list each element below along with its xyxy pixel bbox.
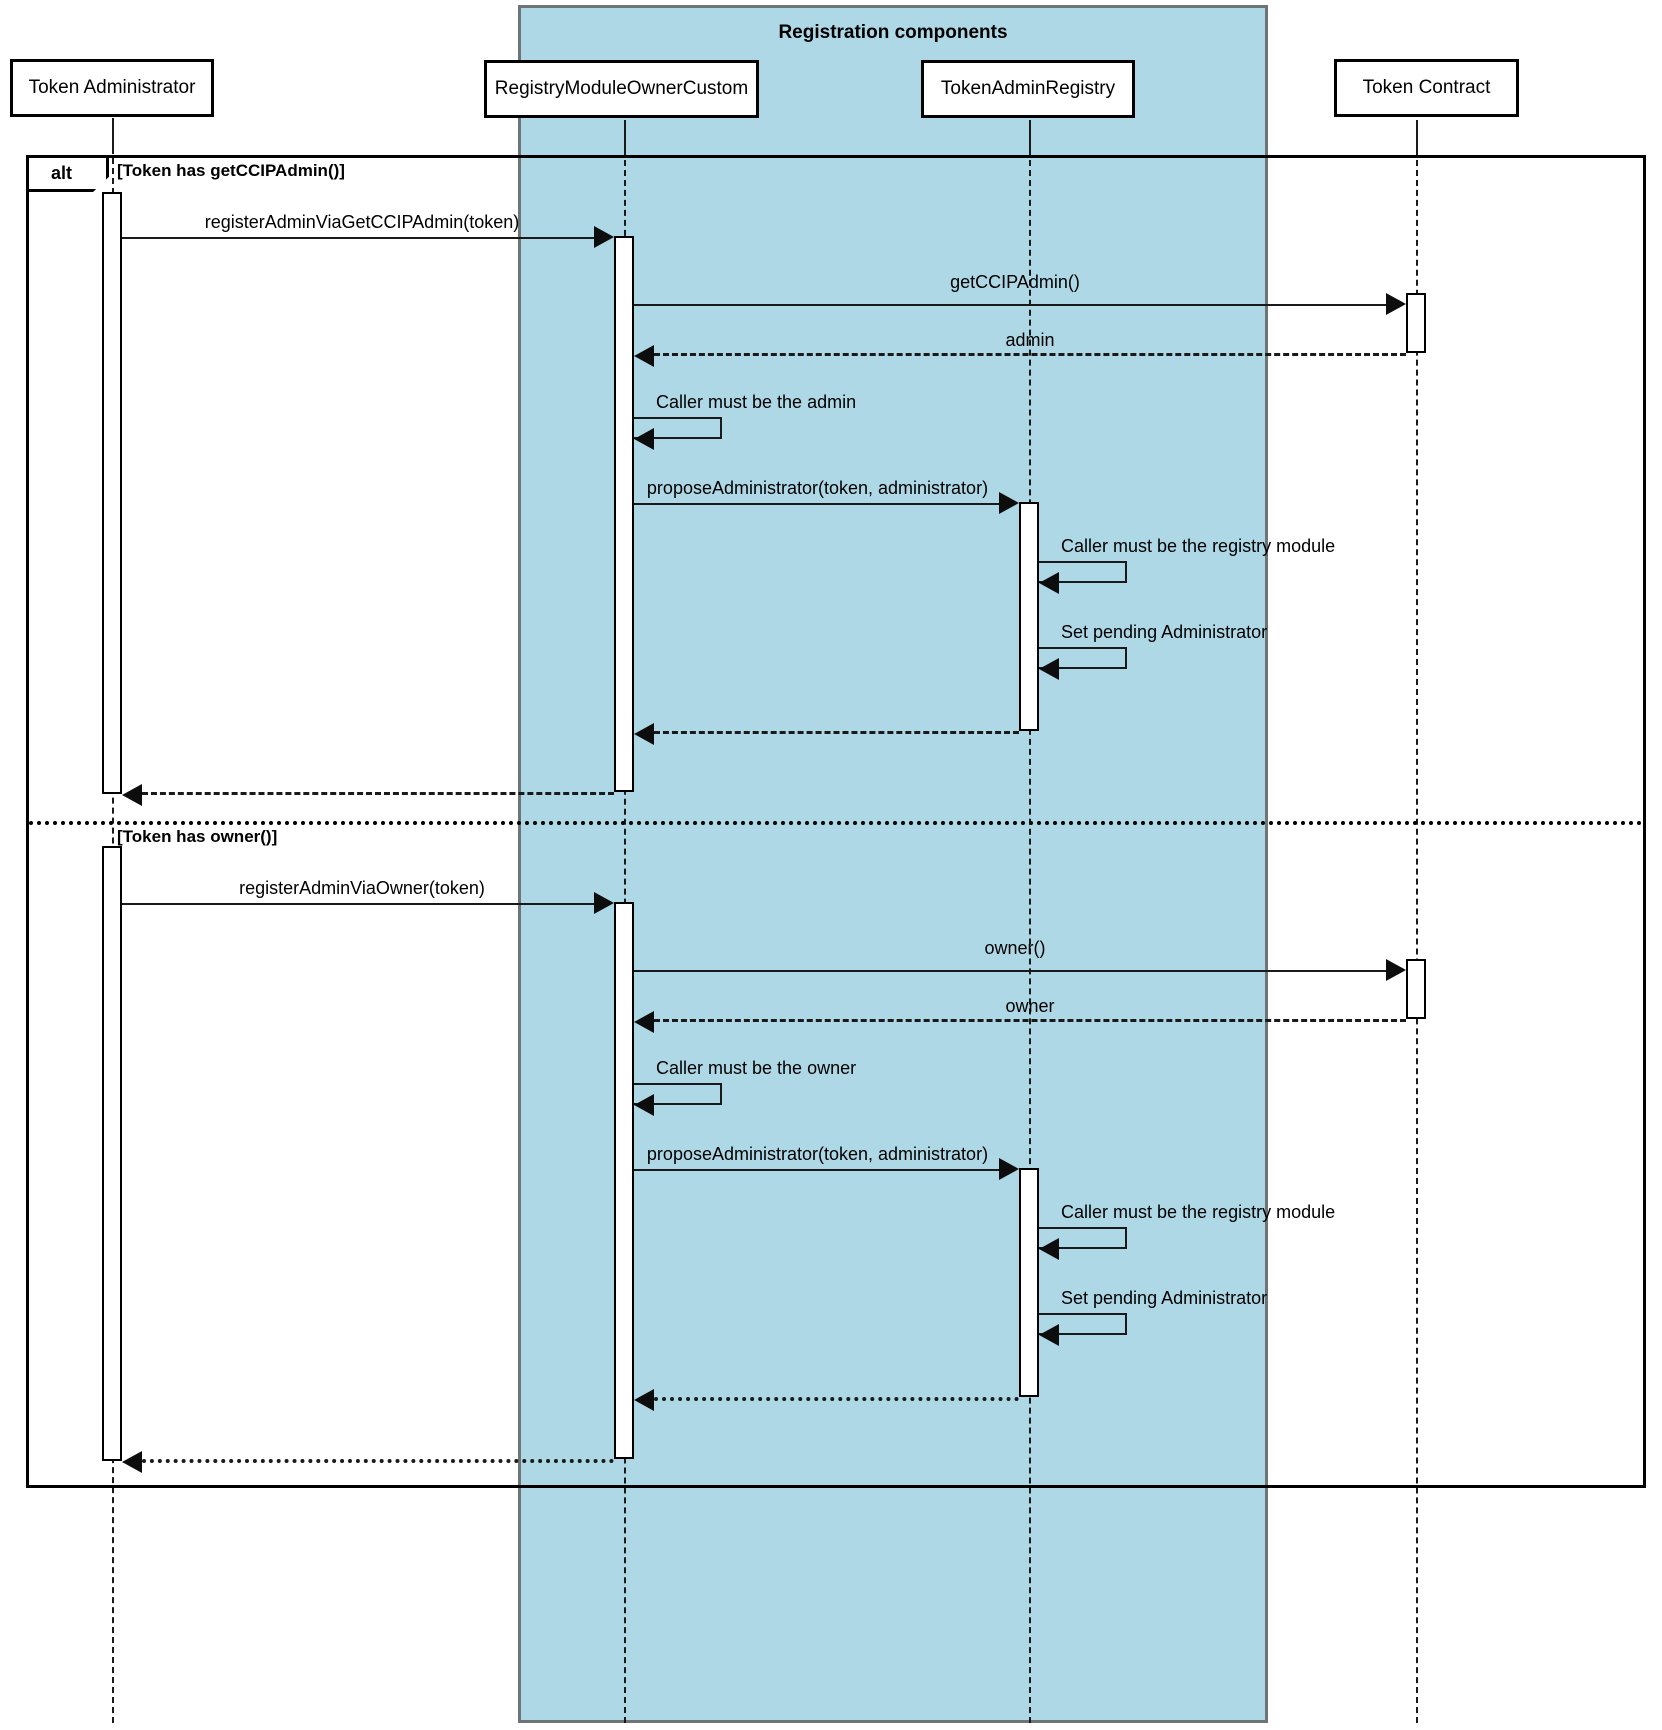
participant-label: TokenAdminRegistry xyxy=(940,78,1116,99)
lifeline-stub-token-admin-registry xyxy=(1029,120,1031,150)
participant-registry-module-owner-custom[interactable]: RegistryModuleOwnerCustom xyxy=(484,60,759,118)
message-line-return-registry-to-admin-1 xyxy=(142,792,614,795)
selfmessage-box-caller-must-be-registry-module-2 xyxy=(1039,1227,1127,1249)
participant-token-contract[interactable]: Token Contract xyxy=(1334,59,1519,117)
message-label-register-admin-via-getccipadmin: registerAdminViaGetCCIPAdmin(token) xyxy=(204,212,520,232)
activation-token-contract-2 xyxy=(1406,959,1426,1019)
participant-label: Token Administrator xyxy=(28,77,196,98)
message-arrowhead-register-admin-via-owner xyxy=(594,892,614,914)
selfmessage-arrowhead-set-pending-administrator-1 xyxy=(1039,658,1059,680)
message-line-register-admin-via-getccipadmin xyxy=(122,237,602,239)
message-label-propose-administrator-2: proposeAdministrator(token, administrato… xyxy=(646,1144,989,1164)
alt-guard-1: [Token has getCCIPAdmin()] xyxy=(117,161,345,180)
selfmessage-arrowhead-caller-must-be-owner xyxy=(634,1094,654,1116)
selfmessage-arrowhead-set-pending-administrator-2 xyxy=(1039,1324,1059,1346)
selfmessage-label-caller-must-be-admin: Caller must be the admin xyxy=(656,392,857,412)
lifeline-stub-registry-module-owner-custom xyxy=(624,120,626,150)
message-arrowhead-propose-administrator-1 xyxy=(999,492,1019,514)
selfmessage-box-caller-must-be-owner xyxy=(634,1083,722,1105)
message-label-admin-return: admin xyxy=(1005,330,1055,350)
message-line-register-admin-via-owner xyxy=(122,903,602,905)
message-arrowhead-owner-return xyxy=(634,1011,654,1033)
group-title: Registration components xyxy=(778,22,1008,43)
selfmessage-arrowhead-caller-must-be-admin xyxy=(634,428,654,450)
participant-token-administrator[interactable]: Token Administrator xyxy=(10,59,214,117)
lifeline-token-contract xyxy=(1416,150,1418,1723)
message-arrowhead-register-admin-via-getccipadmin xyxy=(594,226,614,248)
selfmessage-label-caller-must-be-registry-module-2: Caller must be the registry module xyxy=(1061,1202,1336,1222)
alt-fragment-operator: alt xyxy=(29,158,109,192)
selfmessage-box-caller-must-be-admin xyxy=(634,417,722,439)
activation-token-administrator-1 xyxy=(102,192,122,794)
activation-registry-module-2 xyxy=(614,902,634,1459)
message-label-getccipadmin: getCCIPAdmin() xyxy=(950,272,1080,292)
selfmessage-label-set-pending-administrator-1: Set pending Administrator xyxy=(1061,622,1268,642)
selfmessage-arrowhead-caller-must-be-registry-module-1 xyxy=(1039,572,1059,594)
message-arrowhead-return-registry-to-admin-1 xyxy=(122,784,142,806)
message-label-owner-return: owner xyxy=(1005,996,1055,1016)
message-label-owner-call: owner() xyxy=(984,938,1046,958)
message-arrowhead-getccipadmin xyxy=(1386,293,1406,315)
selfmessage-box-set-pending-administrator-2 xyxy=(1039,1313,1127,1335)
selfmessage-label-caller-must-be-registry-module-1: Caller must be the registry module xyxy=(1061,536,1336,556)
message-arrowhead-owner-call xyxy=(1386,959,1406,981)
alt-guard-2: [Token has owner()] xyxy=(117,827,278,846)
selfmessage-label-set-pending-administrator-2: Set pending Administrator xyxy=(1061,1288,1268,1308)
lifeline-stub-token-administrator xyxy=(112,118,114,148)
message-line-owner-return xyxy=(654,1019,1406,1022)
selfmessage-box-set-pending-administrator-1 xyxy=(1039,647,1127,669)
activation-token-administrator-2 xyxy=(102,846,122,1461)
message-line-return-registry-to-admin-2 xyxy=(142,1459,614,1463)
message-label-register-admin-via-owner: registerAdminViaOwner(token) xyxy=(239,878,485,898)
activation-token-contract-1 xyxy=(1406,293,1426,353)
activation-token-admin-registry-2 xyxy=(1019,1168,1039,1397)
message-line-getccipadmin xyxy=(634,304,1396,306)
participant-label: RegistryModuleOwnerCustom xyxy=(494,78,749,99)
alt-fragment-divider xyxy=(29,821,1643,825)
selfmessage-box-caller-must-be-registry-module-1 xyxy=(1039,561,1127,583)
activation-token-admin-registry-1 xyxy=(1019,502,1039,731)
lifeline-token-admin-registry xyxy=(1029,150,1031,1723)
activation-registry-module-1 xyxy=(614,236,634,792)
message-line-propose-administrator-1 xyxy=(634,503,1001,505)
message-arrowhead-admin-return xyxy=(634,345,654,367)
message-line-admin-return xyxy=(654,353,1406,356)
participant-label: Token Contract xyxy=(1362,77,1491,98)
group-registration-components xyxy=(518,5,1268,1723)
participant-token-admin-registry[interactable]: TokenAdminRegistry xyxy=(921,60,1135,118)
message-arrowhead-propose-administrator-2 xyxy=(999,1158,1019,1180)
message-arrowhead-return-registry-to-admin-2 xyxy=(122,1451,142,1473)
message-line-return-tar-to-registry-1 xyxy=(654,731,1019,734)
lifeline-stub-token-contract xyxy=(1416,120,1418,150)
message-arrowhead-return-tar-to-registry-2 xyxy=(634,1389,654,1411)
message-arrowhead-return-tar-to-registry-1 xyxy=(634,723,654,745)
message-line-propose-administrator-2 xyxy=(634,1169,1001,1171)
message-line-owner-call xyxy=(634,970,1396,972)
message-label-propose-administrator-1: proposeAdministrator(token, administrato… xyxy=(646,478,989,498)
selfmessage-label-caller-must-be-owner: Caller must be the owner xyxy=(656,1058,857,1078)
selfmessage-arrowhead-caller-must-be-registry-module-2 xyxy=(1039,1238,1059,1260)
message-line-return-tar-to-registry-2 xyxy=(654,1397,1019,1401)
